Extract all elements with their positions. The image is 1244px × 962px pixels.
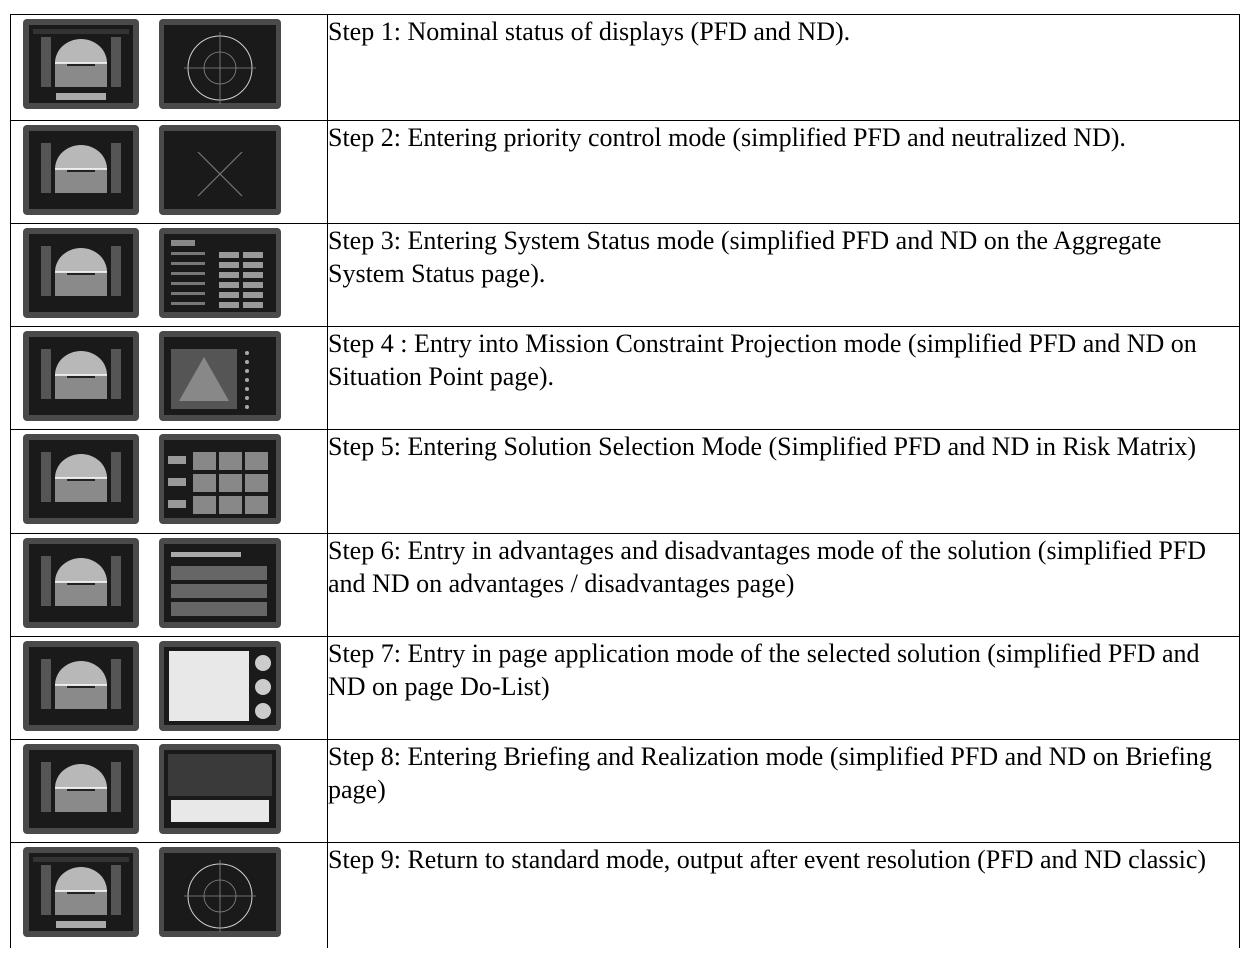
step-7-image	[10, 636, 328, 740]
step-8-description: Step 8: Entering Briefing and Realizatio…	[327, 739, 1240, 843]
step-row-3: Step 3: Entering System Status mode (sim…	[10, 223, 1240, 327]
step-4-image	[10, 326, 328, 430]
cockpit-display-graphic	[23, 228, 281, 318]
step-9-image	[10, 842, 328, 948]
cockpit-display-graphic	[23, 744, 281, 834]
display-thumbnail	[11, 430, 327, 528]
cockpit-display-graphic	[23, 331, 281, 421]
display-thumbnail	[11, 327, 327, 425]
step-row-4: Step 4 : Entry into Mission Constraint P…	[10, 326, 1240, 430]
cockpit-display-graphic	[23, 125, 281, 215]
step-6-description: Step 6: Entry in advantages and disadvan…	[327, 533, 1240, 637]
cockpit-display-graphic	[23, 19, 281, 109]
step-6-image	[10, 533, 328, 637]
display-thumbnail	[11, 843, 327, 941]
cockpit-display-graphic	[23, 538, 281, 628]
step-9-description: Step 9: Return to standard mode, output …	[327, 842, 1240, 948]
step-row-6: Step 6: Entry in advantages and disadvan…	[10, 533, 1240, 637]
step-3-description: Step 3: Entering System Status mode (sim…	[327, 223, 1240, 327]
step-2-image	[10, 120, 328, 224]
display-thumbnail	[11, 15, 327, 113]
step-row-1: Step 1: Nominal status of displays (PFD …	[10, 14, 1240, 121]
step-row-7: Step 7: Entry in page application mode o…	[10, 636, 1240, 740]
step-row-2: Step 2: Entering priority control mode (…	[10, 120, 1240, 224]
display-thumbnail	[11, 740, 327, 838]
step-7-description: Step 7: Entry in page application mode o…	[327, 636, 1240, 740]
step-3-image	[10, 223, 328, 327]
step-1-description: Step 1: Nominal status of displays (PFD …	[327, 14, 1240, 121]
cockpit-display-graphic	[23, 434, 281, 524]
step-5-image	[10, 429, 328, 534]
step-row-5: Step 5: Entering Solution Selection Mode…	[10, 429, 1240, 534]
step-8-image	[10, 739, 328, 843]
step-1-image	[10, 14, 328, 121]
step-4-description: Step 4 : Entry into Mission Constraint P…	[327, 326, 1240, 430]
display-thumbnail	[11, 637, 327, 735]
steps-table: Step 1: Nominal status of displays (PFD …	[10, 14, 1240, 948]
step-row-8: Step 8: Entering Briefing and Realizatio…	[10, 739, 1240, 843]
step-5-description: Step 5: Entering Solution Selection Mode…	[327, 429, 1240, 534]
display-thumbnail	[11, 121, 327, 219]
cockpit-display-graphic	[23, 847, 281, 937]
step-2-description: Step 2: Entering priority control mode (…	[327, 120, 1240, 224]
step-row-9: Step 9: Return to standard mode, output …	[10, 842, 1240, 948]
display-thumbnail	[11, 534, 327, 632]
cockpit-display-graphic	[23, 641, 281, 731]
display-thumbnail	[11, 224, 327, 322]
